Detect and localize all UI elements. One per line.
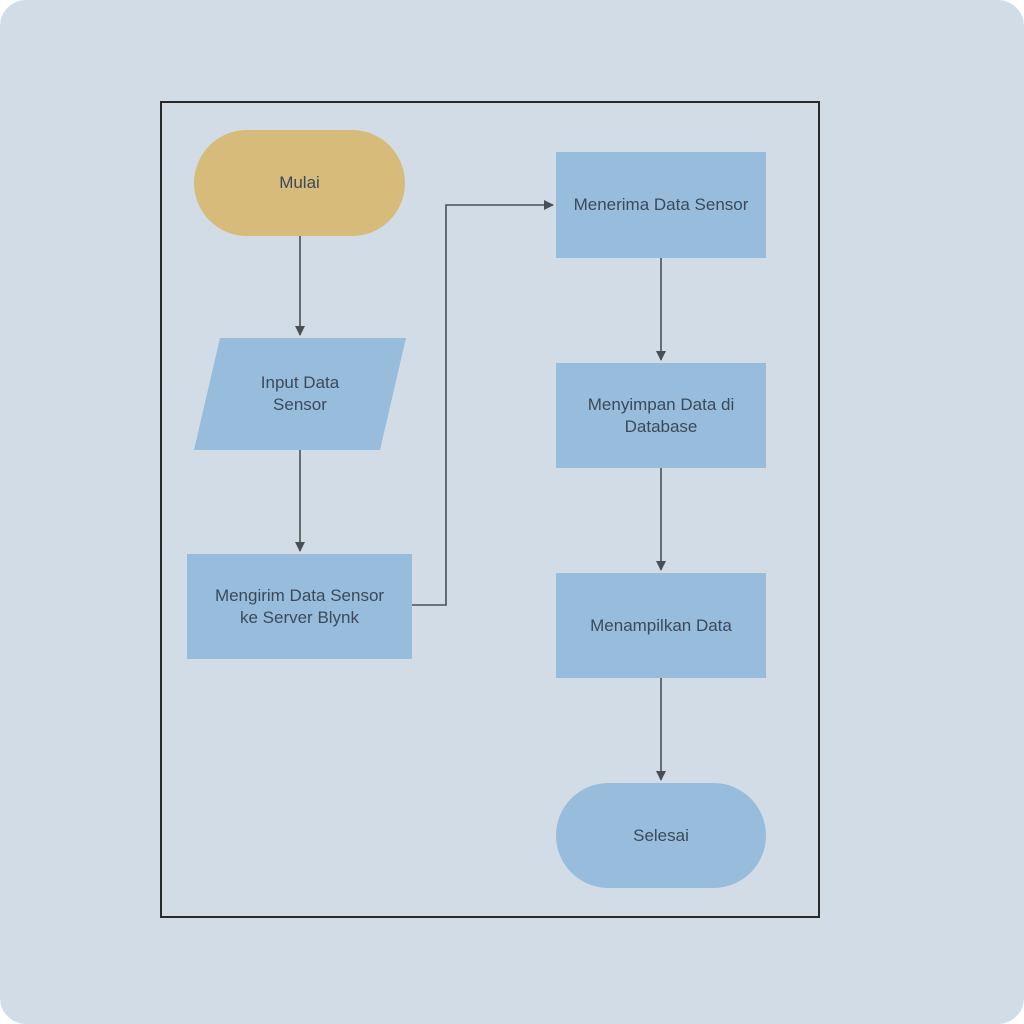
node-receive[interactable]: Menerima Data Sensor xyxy=(556,152,766,258)
node-store-label: Menyimpan Data di Database xyxy=(587,394,735,436)
node-send[interactable]: Mengirim Data Sensor ke Server Blynk xyxy=(187,554,412,659)
node-input-label: Input Data Sensor xyxy=(260,373,340,414)
node-end[interactable]: Selesai xyxy=(556,783,766,888)
node-store[interactable]: Menyimpan Data di Database xyxy=(556,363,766,468)
node-start-label: Mulai xyxy=(279,173,320,192)
diagram-frame xyxy=(160,101,820,918)
node-receive-label: Menerima Data Sensor xyxy=(573,195,749,214)
node-start[interactable]: Mulai xyxy=(194,130,405,236)
node-display[interactable]: Menampilkan Data xyxy=(556,573,766,678)
node-end-label: Selesai xyxy=(633,825,689,845)
node-display-label: Menampilkan Data xyxy=(590,615,732,635)
node-send-label: Mengirim Data Sensor ke Server Blynk xyxy=(214,585,385,627)
node-input-shape xyxy=(194,338,406,450)
node-input[interactable]: Input Data Sensor xyxy=(194,338,406,450)
